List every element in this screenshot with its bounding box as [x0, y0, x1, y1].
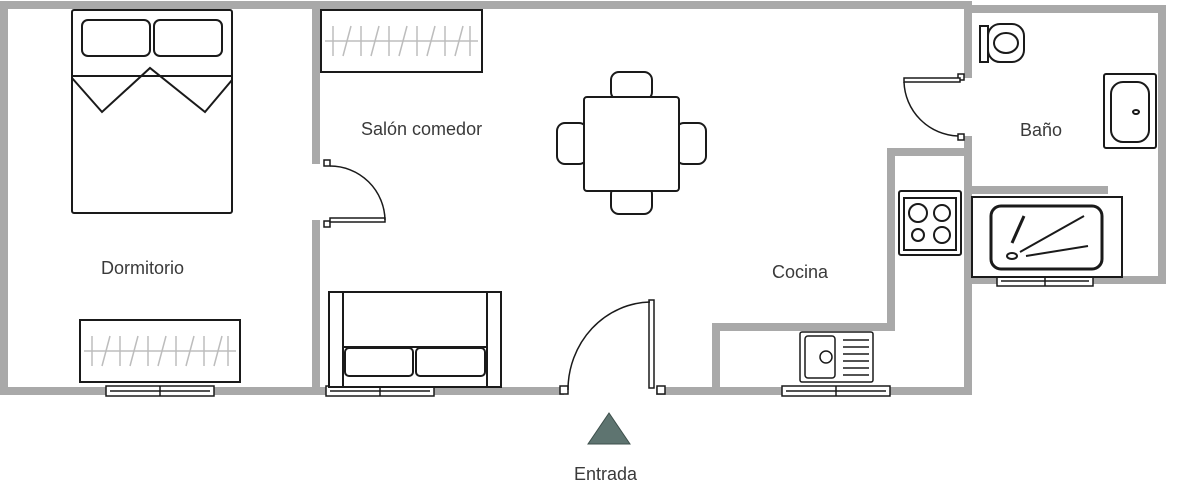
bed — [71, 9, 233, 214]
dining-table — [556, 71, 707, 215]
bathroom-sink — [1103, 73, 1157, 149]
label-salon-comedor: Salón comedor — [361, 119, 483, 139]
chair-right — [675, 122, 707, 165]
doors — [323, 73, 965, 395]
stove — [898, 190, 962, 256]
label-bano: Baño — [1020, 120, 1063, 140]
label-cocina: Cocina — [772, 262, 829, 282]
pillow-right — [153, 19, 223, 57]
door-entrada — [559, 299, 666, 395]
label-dormitorio: Dormitorio — [101, 258, 185, 278]
kitchen-sink — [799, 331, 874, 383]
label-entrada: Entrada — [574, 464, 638, 484]
wardrobe-dormitorio — [79, 319, 241, 383]
door-bano — [903, 73, 965, 141]
bathtub — [971, 196, 1123, 278]
window-dormitorio — [105, 385, 215, 397]
chair-top — [610, 71, 653, 101]
door-dormitorio — [323, 159, 386, 228]
wall-kitchen — [712, 148, 972, 395]
window-cocina — [781, 385, 891, 397]
pillow-left — [81, 19, 151, 57]
entrance-arrow-icon — [587, 412, 631, 445]
wardrobe-salon — [320, 9, 483, 73]
chair-left — [556, 122, 588, 165]
windows — [105, 275, 1094, 397]
sofa — [328, 291, 502, 388]
toilet — [979, 23, 1025, 63]
table-top — [583, 96, 680, 192]
